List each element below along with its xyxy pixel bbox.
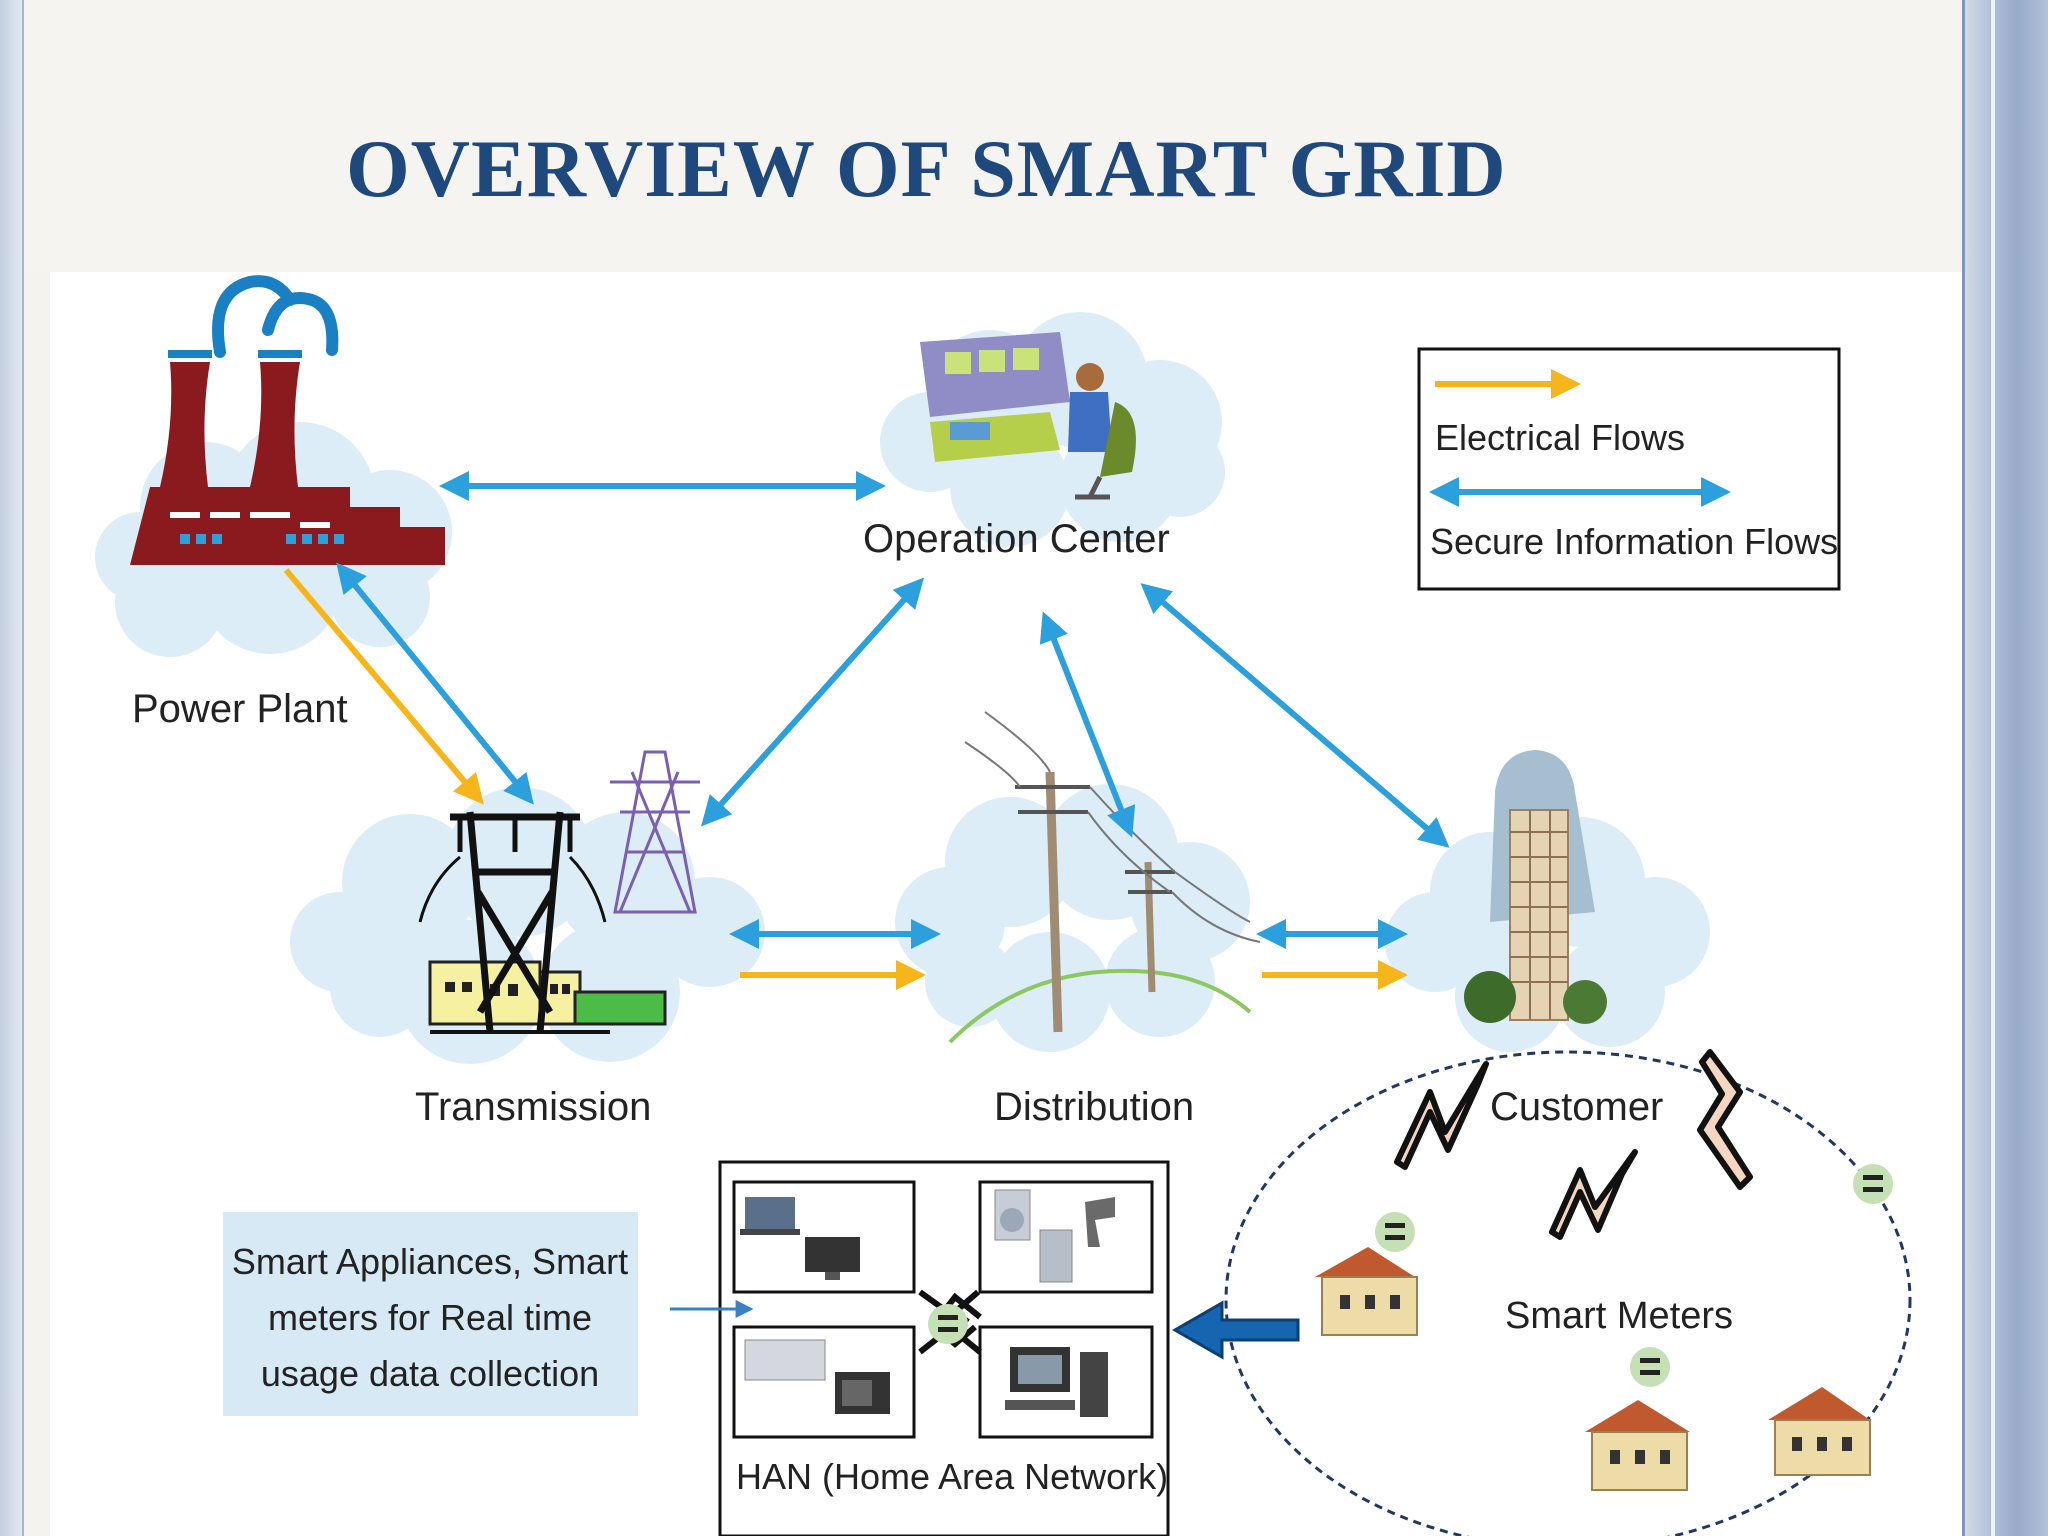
customer-to-han-arrow: [1171, 1300, 1300, 1360]
smart-meter-icon: [1853, 1164, 1893, 1204]
meter-link-icons: [1394, 1049, 1753, 1240]
info-flow-operation-transmission: [700, 577, 925, 827]
han-smart-meter-icon: [928, 1304, 968, 1344]
electrical-flows: [283, 568, 1408, 990]
diagram-panel: Electrical Flows Secure Information Flow…: [50, 272, 1962, 1536]
laptop-tv-icon: [740, 1197, 860, 1280]
house-icon: [1768, 1387, 1871, 1476]
smart-meter-icon: [1375, 1212, 1415, 1252]
info-flow-operation-distribution: [1039, 611, 1136, 838]
slide-title: OVERVIEW OF SMART GRID: [346, 123, 1507, 214]
transmission-icon: [418, 750, 700, 1034]
legend-electrical-label: Electrical Flows: [1435, 417, 1685, 458]
customer-building-icon: [1464, 750, 1607, 1024]
label-han: HAN (Home Area Network): [736, 1456, 1168, 1497]
information-flows: [336, 471, 1450, 949]
callout-box: [223, 1212, 638, 1416]
han-box: HAN (Home Area Network): [718, 1160, 1170, 1536]
washer-fridge-dryer-icon: [994, 1189, 1115, 1283]
callout-line: meters for Real time: [268, 1297, 592, 1338]
slide-header: [24, 0, 1960, 272]
label-operation-center: Operation Center: [863, 517, 1170, 561]
ac-microwave-icon: [744, 1339, 890, 1414]
slide-left-border: [0, 0, 24, 1536]
legend: Electrical Flows Secure Information Flow…: [1417, 347, 1841, 591]
legend-information-label: Secure Information Flows: [1430, 521, 1838, 562]
house-icon: [1315, 1247, 1418, 1336]
electric-flow-plant-transmission: [283, 568, 484, 805]
info-flow-operation-customer: [1140, 583, 1450, 848]
operation-center-icon: [920, 332, 1136, 500]
han-appliance-panel: [978, 1325, 1154, 1439]
callout-line: usage data collection: [261, 1353, 599, 1394]
computer-icon: [1005, 1347, 1108, 1417]
customer-premises-boundary: [1224, 1050, 1912, 1536]
label-customer: Customer: [1490, 1085, 1663, 1129]
slide-right-border: [1962, 0, 2048, 1536]
power-plant-icon: [130, 275, 445, 565]
info-flow-plant-transmission: [336, 562, 534, 805]
smart-grid-diagram: Electrical Flows Secure Information Flow…: [95, 275, 1912, 1536]
legend-box: [1417, 347, 1841, 591]
callout-line: Smart Appliances, Smart: [232, 1241, 628, 1282]
house-icon: [1585, 1400, 1690, 1491]
label-distribution: Distribution: [994, 1085, 1194, 1129]
label-transmission: Transmission: [415, 1085, 651, 1129]
smart-meter-icon: [1630, 1347, 1670, 1387]
label-smart-meters: Smart Meters: [1505, 1295, 1733, 1337]
label-power-plant: Power Plant: [132, 687, 348, 731]
distribution-cloud: [895, 784, 1250, 1052]
